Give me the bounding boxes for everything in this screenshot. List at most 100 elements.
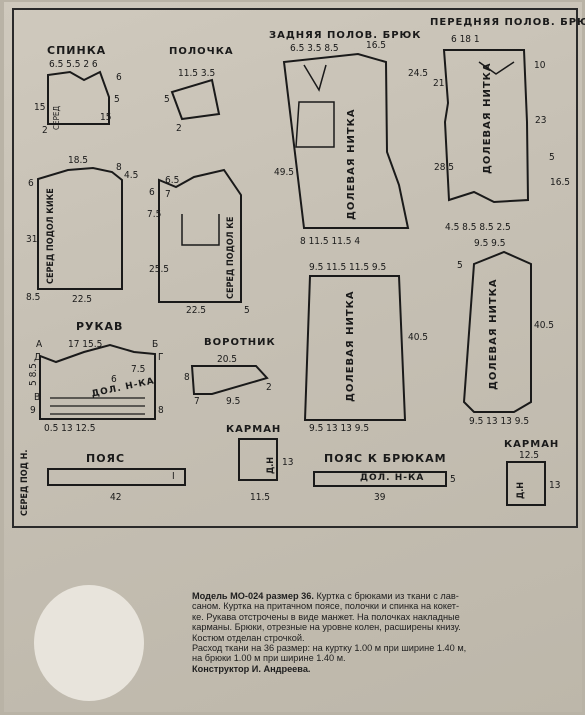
dim-label: 40.5: [534, 320, 555, 331]
spinka-yoke-shape: [47, 70, 110, 125]
dim-label: 4.5 8.5 8.5 2.5: [445, 222, 511, 233]
dim-label: 18.5: [68, 155, 89, 166]
dim-label: 23: [535, 115, 547, 126]
dim-label: 9.5: [226, 396, 241, 407]
dim-label: 10: [534, 60, 546, 71]
grain-label: Д.Н: [516, 481, 526, 499]
dim-label: 8: [184, 372, 190, 383]
dim-label: 6.5 3.5 8.5: [290, 43, 339, 54]
dim-label: Б: [152, 339, 159, 350]
dim-label: 15: [34, 102, 46, 113]
dim-label: 6.5 5.5 2 6: [49, 59, 98, 70]
title-collar: ВОРОТНИК: [204, 337, 276, 348]
dim-label: I: [172, 471, 175, 482]
trouser-waistband-shape: [313, 471, 447, 487]
dim-label: 40.5: [408, 332, 429, 343]
dim-label: 6: [28, 178, 34, 189]
grain-label: ДОЛЕВАЯ НИТКА: [482, 62, 493, 174]
back-piece-shape: [37, 166, 123, 290]
pocket-2-shape: [506, 461, 546, 506]
dim-label: 5: [549, 152, 555, 163]
dim-label: 11.5 3.5: [178, 68, 216, 79]
grain-label: СЕРЕД: [52, 105, 61, 130]
dim-label: 5: [114, 94, 120, 105]
grain-label: ДОЛЕВАЯ НИТКА: [345, 290, 356, 402]
dim-label: 8.5: [26, 292, 41, 303]
dim-label: 9: [30, 405, 36, 416]
collar-shape: [190, 365, 269, 395]
dim-label: 12.5: [519, 450, 540, 461]
caption-line: Костюм отделан строчкой.: [192, 632, 305, 643]
magazine-page: СПИНКА ПОЛОЧКА ЗАДНЯЯ ПОЛОВ. БРЮК ПЕРЕДН…: [4, 2, 585, 712]
costume-illustration: [34, 585, 144, 701]
grain-label: ДОЛЕВАЯ НИТКА: [488, 278, 499, 390]
dim-label: 4.5: [124, 170, 139, 181]
dim-label: 8 11.5 11.5 4: [300, 236, 361, 247]
dim-label: 25.5: [149, 264, 170, 275]
pattern-frame: [12, 8, 578, 528]
front-trouser-upper-shape: [442, 49, 530, 204]
caption-line: карманы. Брюки, отрезные на уровне колен…: [192, 622, 461, 633]
title-pocket-1: КАРМАН: [226, 424, 282, 435]
dim-label: 2: [266, 382, 272, 393]
title-polochka: ПОЛОЧКА: [169, 46, 234, 57]
dim-label: Г: [158, 352, 164, 363]
dim-label: 17 15.5: [68, 339, 103, 350]
dim-label: 5: [450, 474, 456, 485]
dim-label: 16.5: [366, 40, 387, 51]
dim-label: 7: [165, 189, 171, 200]
dim-label: 6: [149, 187, 155, 198]
dim-label: 22.5: [72, 294, 93, 305]
front-piece-shape: [158, 168, 242, 303]
dim-label: 22.5: [186, 305, 207, 316]
dim-label: 21: [433, 78, 445, 89]
dim-label: 6 18 1: [451, 34, 480, 45]
dim-label: В: [34, 392, 41, 403]
caption-line: саном. Куртка на притачном поясе, полочк…: [192, 601, 460, 612]
polochka-yoke-shape: [170, 78, 221, 121]
back-trouser-upper-shape: [282, 52, 410, 229]
dim-label: 7.5: [131, 364, 146, 375]
title-spinka: СПИНКА: [47, 44, 107, 57]
dim-label: 9.5 13 13 9.5: [469, 416, 530, 427]
grain-label: ДОЛ. Н-КА: [360, 473, 425, 483]
grain-label: СЕРЕД ПОДОЛ КИКЕ: [46, 188, 56, 284]
dim-label: 13: [549, 480, 561, 491]
dim-label: 9.5 13 13 9.5: [309, 423, 370, 434]
dim-label: 5: [457, 260, 463, 271]
dim-label: 2: [42, 125, 48, 136]
title-waistband: ПОЯС: [86, 452, 126, 465]
dim-label: 31: [26, 234, 38, 245]
author: Конструктор И. Андреева.: [192, 663, 311, 674]
dim-label: Д: [34, 352, 42, 363]
dim-label: 6.5: [165, 175, 180, 186]
front-trouser-lower-shape: [462, 250, 532, 413]
dim-label: 8: [116, 162, 122, 173]
pocket-1-shape: [238, 438, 278, 481]
model-description: Модель МО-024 размер 36. Куртка с брюкам…: [192, 591, 527, 674]
title-trouser-waistband: ПОЯС К БРЮКАМ: [324, 452, 447, 465]
dim-label: 9.5 11.5 11.5 9.5: [309, 262, 387, 273]
title-back-trousers: ЗАДНЯЯ ПОЛОВ. БРЮК: [269, 30, 422, 41]
dim-label: 42: [110, 492, 122, 503]
caption-line: ке. Рукава отстрочены в виде манжет. На …: [192, 611, 460, 622]
sleeve-shape: [39, 343, 156, 420]
waistband-shape: [47, 468, 186, 486]
title-front-trousers: ПЕРЕДНЯЯ ПОЛОВ. БРЮК: [430, 17, 585, 28]
dim-label: 7: [194, 396, 200, 407]
grain-label: СЕРЕД ПОД Н.: [20, 449, 30, 516]
dim-label: 28.5: [434, 162, 455, 173]
caption-line: на брюки 1.00 м при ширине 1.40 м.: [192, 653, 346, 664]
dim-label: 49.5: [274, 167, 295, 178]
title-sleeve: РУКАВ: [76, 320, 124, 333]
grain-label: Д.Н: [266, 456, 276, 474]
dim-label: 13: [282, 457, 294, 468]
dim-label: 5: [164, 94, 170, 105]
dim-label: 2: [176, 123, 182, 134]
dim-label: 7.5: [147, 209, 162, 220]
back-trouser-lower-shape: [303, 275, 407, 421]
dim-label: 0.5 13 12.5: [44, 423, 96, 434]
dim-label: 11.5: [250, 492, 271, 503]
dim-label: 24.5: [408, 68, 429, 79]
dim-label: А: [36, 339, 43, 350]
